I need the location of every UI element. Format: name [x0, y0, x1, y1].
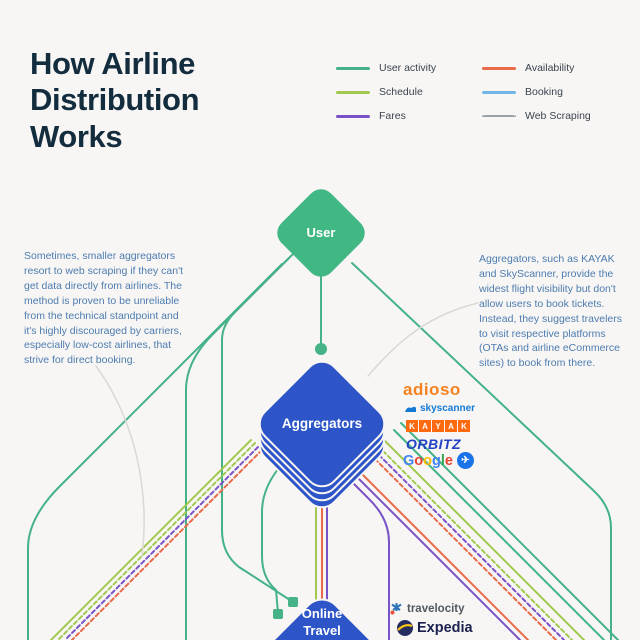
- google-flights-plane-icon: ✈: [456, 452, 474, 469]
- skyscanner-logo: skyscanner: [404, 403, 475, 414]
- ota-input-dot: [273, 609, 283, 619]
- travelocity-wordmark: travelocity: [407, 603, 465, 615]
- web-scraping-annotation: Sometimes, smaller aggregators resort to…: [24, 250, 183, 367]
- legend-label: User activity: [379, 62, 437, 74]
- adioso-logo: adioso: [403, 380, 461, 399]
- legend-label: Web Scraping: [525, 110, 591, 122]
- expedia-wordmark: Expedia: [417, 620, 473, 636]
- fares-swatch: [336, 114, 370, 118]
- web-scraping-swatch: [482, 115, 516, 117]
- travelocity-star-icon: [390, 603, 402, 615]
- legend-label: Availability: [525, 62, 575, 74]
- travelocity-logo: travelocity: [390, 602, 465, 616]
- legend-item-web-scraping: Web Scraping: [482, 104, 640, 128]
- page-title: How Airline Distribution Works: [30, 46, 200, 154]
- legend-label: Fares: [379, 110, 406, 122]
- legend-item-fares: Fares: [336, 104, 482, 128]
- user-node-label: User: [306, 225, 336, 240]
- kayak-letter-tile: A: [445, 420, 457, 432]
- kayak-letter-tile: A: [419, 420, 431, 432]
- kayak-letter-tile: Y: [432, 420, 444, 432]
- legend-item-user-activity: User activity: [336, 56, 482, 80]
- skyscanner-wordmark: skyscanner: [420, 403, 476, 414]
- google-flights-logo: Google ✈: [403, 452, 474, 469]
- legend-label: Booking: [525, 86, 563, 98]
- fares-lines: [64, 446, 565, 640]
- availability-swatch: [482, 66, 516, 70]
- kayak-logo: K A Y A K: [406, 420, 470, 432]
- aggregators-input-dot: [315, 343, 327, 355]
- kayak-letter-tile: K: [458, 420, 470, 432]
- aggregators-node-label: Aggregators: [281, 416, 363, 431]
- google-wordmark: Google: [403, 452, 453, 469]
- expedia-globe-icon: [397, 620, 413, 636]
- booking-swatch: [482, 90, 516, 94]
- availability-lines: [71, 449, 557, 640]
- annotation-leader-lines: [95, 302, 479, 557]
- legend-item-booking: Booking: [482, 80, 640, 104]
- ota-input-dot: [288, 597, 298, 607]
- legend: User activity Schedule Fares Availabilit…: [336, 56, 640, 128]
- skyscanner-icon: [405, 406, 416, 412]
- ota-label-line2: Travel: [303, 622, 341, 638]
- expedia-logo: Expedia: [397, 620, 473, 636]
- ota-label-line1: Online: [301, 606, 343, 621]
- user-activity-lines: [27, 250, 619, 640]
- aggregators-annotation: Aggregators, such as KAYAK and SkyScanne…: [479, 253, 622, 370]
- legend-item-availability: Availability: [482, 56, 640, 80]
- legend-label: Schedule: [379, 86, 423, 98]
- legend-item-schedule: Schedule: [336, 80, 482, 104]
- schedule-lines: [50, 439, 585, 640]
- user-activity-swatch: [336, 66, 370, 70]
- ota-node-label: Online Travel: [272, 606, 372, 639]
- kayak-letter-tile: K: [406, 420, 418, 432]
- orbitz-logo: ORBITZ: [406, 436, 462, 452]
- schedule-swatch: [336, 90, 370, 94]
